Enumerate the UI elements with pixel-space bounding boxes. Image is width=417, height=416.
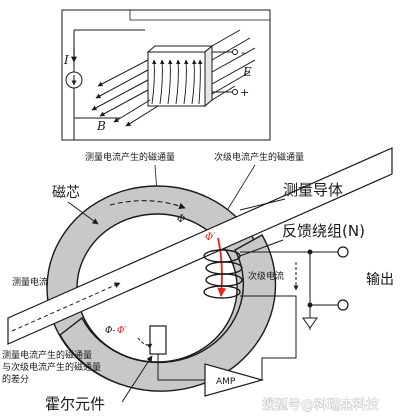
- label-hall-element: 霍尔元件: [45, 395, 105, 413]
- label-measured-conductor: 测量导体: [283, 181, 343, 199]
- label-core: 磁芯: [52, 185, 80, 201]
- measured-current-arrow: [11, 282, 121, 332]
- hall-element: [149, 325, 167, 355]
- measured-conductor: [7, 147, 393, 345]
- label-measured-current: 测量电流: [12, 276, 48, 288]
- terminal-plus: [232, 89, 238, 95]
- core-ring-front: [59, 234, 277, 392]
- phi-diff-label-phi: Φ-: [105, 326, 115, 336]
- terminal-minus: [232, 49, 238, 55]
- field-symbol: B: [96, 119, 106, 133]
- label-secondary-current: 次级电流: [248, 270, 284, 282]
- phi-diff-label-prime: Φ′: [117, 326, 126, 336]
- sketch-frame: [61, 9, 271, 141]
- conductor-bar: [7, 147, 393, 345]
- node-bottom: [307, 302, 313, 308]
- amp-feedback-wire: [261, 298, 297, 380]
- label-flux-secondary: 次级电流产生的磁通量: [214, 151, 304, 163]
- phi-symbol: Φ: [177, 214, 185, 225]
- leader-measured-conductor: [239, 198, 286, 211]
- amp-label: AMP: [216, 377, 236, 387]
- leader-hall-element: [121, 355, 153, 403]
- feedback-winding: [203, 249, 243, 299]
- plate-top: [146, 45, 214, 53]
- field-lines-in-plate: [151, 59, 203, 105]
- label-flux-measured: 测量电流产生的磁通量: [85, 151, 175, 163]
- leader-feedback-winding: [239, 239, 284, 257]
- minus-label: -: [241, 46, 245, 59]
- phi-prime-symbol: Φ′: [205, 232, 216, 243]
- winding-lead-bottom: [240, 295, 297, 298]
- leader-core: [67, 201, 99, 225]
- hall-effect-sketch: I: [61, 9, 271, 141]
- output-terminal-top: [337, 246, 349, 258]
- label-flux-diff-3: 的差分: [2, 373, 29, 385]
- current-symbol: I: [63, 53, 69, 67]
- label-flux-diff-2: 与次级电流产生的磁通量: [2, 361, 101, 373]
- label-flux-diff-1: 测量电流产生的磁通量: [2, 349, 92, 361]
- b-field-arrows: [91, 29, 256, 127]
- plus-label: +: [240, 86, 249, 99]
- hall-to-amp-wire: [157, 354, 205, 381]
- back-plane: [129, 10, 270, 21]
- flux-diff-arrow: [137, 337, 153, 349]
- ground-symbol: [302, 317, 318, 329]
- amp-symbol: [204, 363, 265, 397]
- watermark: 搜狐号@科瑞杰科技: [262, 398, 379, 413]
- label-feedback-winding: 反馈绕组(N): [282, 222, 365, 240]
- output-terminal-bottom: [337, 299, 349, 311]
- plate-side: [204, 44, 213, 108]
- label-output: 输出: [366, 272, 394, 288]
- voltage-symbol: E: [242, 65, 252, 79]
- flux-secondary-arrow: [217, 237, 227, 297]
